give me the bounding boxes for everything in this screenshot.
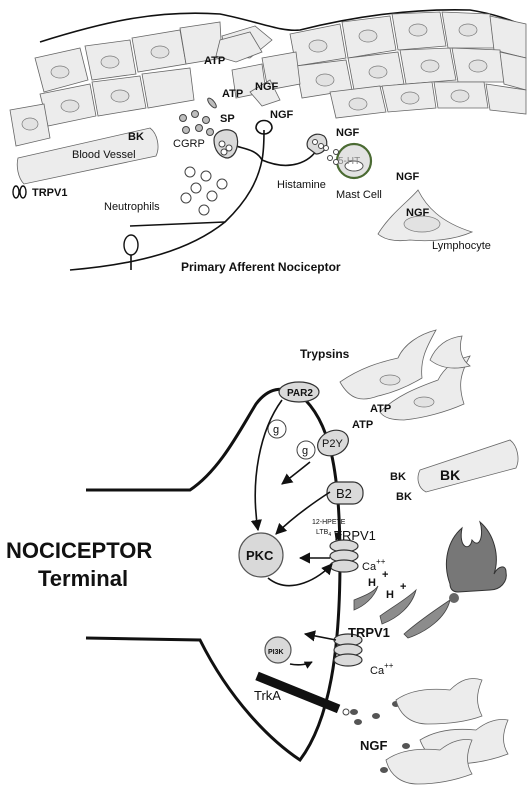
trypsins-label: Trypsins xyxy=(300,347,350,361)
top-5ht-label: 5-HT xyxy=(338,156,360,167)
pi3k-kinase xyxy=(264,636,292,664)
bottom-bk-label-2: BK xyxy=(396,491,412,503)
nerve-terminal-left xyxy=(213,129,239,159)
top-trpv1-legend-label: TRPV1 xyxy=(32,187,67,199)
top-atp-label-1: ATP xyxy=(204,55,225,67)
trpv1-channel-1 xyxy=(329,539,359,573)
bottom-atp-label-2: ATP xyxy=(352,419,373,431)
blood-vessel-shape xyxy=(16,127,159,185)
bk-vessel-shape xyxy=(417,439,519,493)
top-ngf-label-2: NGF xyxy=(270,109,294,121)
pi3k-label: PI3K xyxy=(268,649,284,656)
proton-label-2: H xyxy=(386,589,394,601)
top-cgrp-label: CGRP xyxy=(173,138,205,150)
hpete-label: 12-HPETE xyxy=(312,519,346,526)
top-ngf-label-5: NGF xyxy=(406,207,430,219)
top-bk-label: BK xyxy=(128,131,144,143)
skin-surface-line xyxy=(39,8,526,43)
trka-label: TrkA xyxy=(254,688,281,703)
trka-ligand-site xyxy=(342,708,350,716)
top-histamine-label: Histamine xyxy=(277,179,326,191)
cgrp-granules xyxy=(179,97,217,136)
g-protein-2-label: g xyxy=(302,445,308,457)
lymphocyte-shape xyxy=(377,189,474,242)
top-panel-caption: Primary Afferent Nociceptor xyxy=(181,260,341,274)
trypsin-cells xyxy=(339,329,471,421)
ca-label-1: Ca++ xyxy=(362,557,386,573)
p2y-label: P2Y xyxy=(322,438,343,450)
b2-receptor xyxy=(326,481,364,505)
bottom-ngf-label: NGF xyxy=(360,738,388,753)
neutrophils-cluster xyxy=(180,166,228,216)
top-blood-vessel-label: Blood Vessel xyxy=(72,149,136,161)
ngf-cell-shape xyxy=(249,79,281,107)
bottom-bk-big-label: BK xyxy=(440,467,460,483)
b2-label: B2 xyxy=(336,486,352,501)
top-lymphocyte-label: Lymphocyte xyxy=(432,240,491,252)
bottom-atp-label-1: ATP xyxy=(370,403,391,415)
trpv1-legend-icon xyxy=(12,185,27,199)
g-protein-1-label: g xyxy=(273,424,279,436)
g-protein-1 xyxy=(267,419,287,439)
epithelial-cells xyxy=(9,11,527,147)
ngf-particles xyxy=(350,701,410,773)
ca-label-2: Ca++ xyxy=(370,661,394,677)
terminal-membrane-upper xyxy=(86,387,301,492)
pkc-label: PKC xyxy=(246,548,274,563)
trpv1-label-1: TRPV1 xyxy=(334,528,376,543)
capsaicin-chili-peppers xyxy=(353,585,459,639)
plus-label-1: + xyxy=(382,569,388,581)
heat-flame-icon xyxy=(445,520,507,593)
top-atp-label-2: ATP xyxy=(222,88,243,100)
g-protein-2 xyxy=(296,440,316,460)
p2y-receptor xyxy=(317,429,349,457)
top-ngf-label-4: NGF xyxy=(396,171,420,183)
par2-receptor xyxy=(278,381,320,403)
nociceptor-title-line1: NOCICEPTOR xyxy=(6,538,152,563)
nerve-terminal-middle xyxy=(255,119,273,135)
top-ngf-label-3: NGF xyxy=(336,127,360,139)
bottom-bk-label-1: BK xyxy=(390,471,406,483)
top-neutrophils-label: Neutrophils xyxy=(104,201,160,213)
top-sp-label: SP xyxy=(220,113,235,125)
proton-label-1: H xyxy=(368,577,376,589)
nociceptor-title-line2: Terminal xyxy=(38,566,128,591)
top-ngf-label-1: NGF xyxy=(255,81,279,93)
mast-cell xyxy=(323,142,373,180)
trpv1-label-2: TRPV1 xyxy=(348,625,390,640)
top-mast-cell-label: Mast Cell xyxy=(336,189,382,201)
plus-label-2: + xyxy=(400,581,406,593)
par2-label: PAR2 xyxy=(287,388,313,399)
bottom-panel: PAR2 g g P2Y B2 PKC PI3K xyxy=(6,329,519,785)
atp-cell-shape xyxy=(215,31,263,63)
trpv1-channel-2 xyxy=(333,633,363,667)
signaling-arrows xyxy=(250,399,343,669)
ltb4-label: LTB4 xyxy=(316,529,331,538)
pkc-kinase xyxy=(238,532,284,578)
top-panel: ATP ATP NGF NGF NGF NGF NGF SP CGRP BK B… xyxy=(9,8,527,274)
ngf-secreting-cells xyxy=(385,678,509,785)
nociceptor-nerve-fibers xyxy=(69,129,319,271)
trka-receptor xyxy=(255,671,341,714)
